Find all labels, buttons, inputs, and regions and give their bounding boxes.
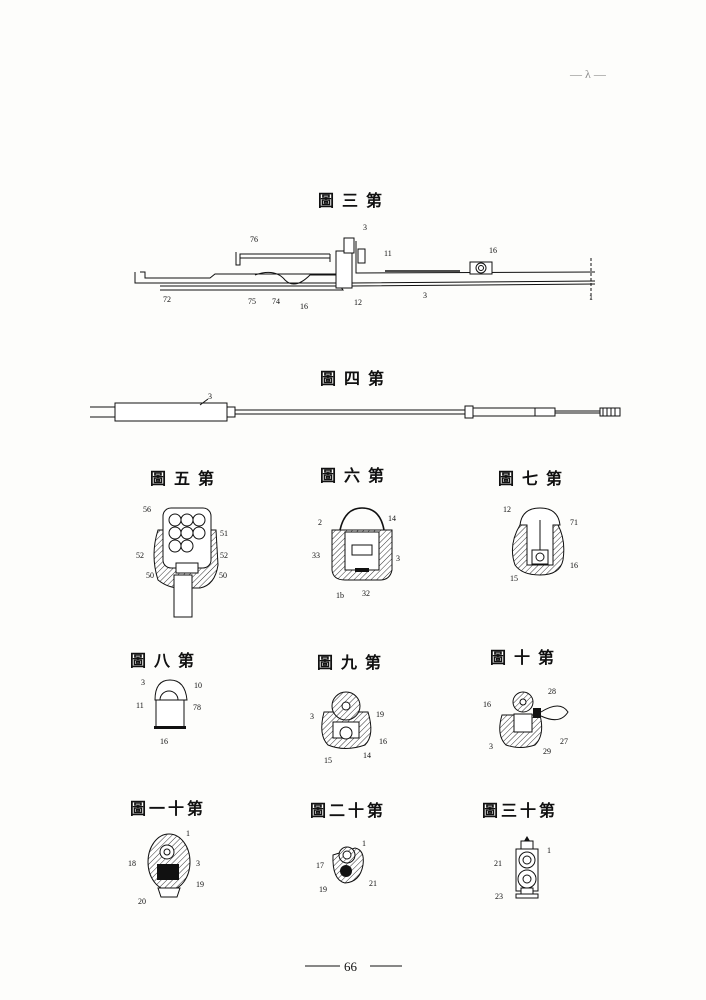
figure-13-title: 圖三十第	[482, 801, 558, 820]
part-label: 16	[160, 737, 168, 746]
part-label: 75	[248, 297, 256, 306]
figure-12-title: 圖二十第	[310, 801, 386, 820]
figure-12: 圖二十第 1 17 21 19	[310, 801, 386, 894]
figure-3: 圖三第 76 3 11 16 72 75 74 16 12 3 1	[134, 191, 596, 311]
figure-4-title: 圖四第	[320, 369, 392, 388]
figure-7: 圖七第 12 71 16 15	[498, 469, 578, 583]
figure-10-title: 圖十第	[490, 648, 562, 667]
figure-13-drawing	[515, 836, 539, 899]
figure-9-title: 圖九第	[317, 653, 389, 672]
part-label: 10	[194, 681, 202, 690]
part-label: 20	[138, 897, 146, 906]
part-label: 21	[494, 859, 502, 868]
part-label: 50	[219, 571, 227, 580]
part-label: 3	[363, 223, 367, 232]
figure-11-drawing	[147, 833, 191, 898]
part-label: 16	[300, 302, 308, 311]
part-label: 3	[310, 712, 314, 721]
page-footer: 66	[305, 959, 402, 974]
part-label: 3	[489, 742, 493, 751]
figure-13: 圖三十第 1 21 23	[482, 801, 558, 901]
part-label: 56	[143, 505, 151, 514]
figure-6: 圖六第 14 2 33 3 1b 32	[312, 466, 400, 600]
part-label: 1	[589, 293, 593, 302]
part-label: 3	[196, 859, 200, 868]
figure-8-drawing	[154, 679, 188, 729]
part-label: 74	[272, 297, 280, 306]
part-label: 15	[510, 574, 518, 583]
figure-9: 圖九第 3 19 16 15 14	[310, 653, 389, 765]
part-label: 18	[128, 859, 136, 868]
part-label: 21	[369, 879, 377, 888]
part-label: 12	[503, 505, 511, 514]
part-label: 28	[548, 687, 556, 696]
part-label: 1	[547, 846, 551, 855]
figure-4: 圖四第 3	[90, 369, 621, 422]
part-label: 14	[363, 751, 371, 760]
part-label: 15	[324, 756, 332, 765]
part-label: 16	[379, 737, 387, 746]
part-label: 50	[146, 571, 154, 580]
part-label: 27	[560, 737, 568, 746]
part-label: 32	[362, 589, 370, 598]
figure-8: 圖八第 3 10 11 78 16	[130, 651, 202, 746]
part-label: 3	[423, 291, 427, 300]
part-label: 19	[319, 885, 327, 894]
part-label: 17	[316, 861, 324, 870]
part-label: 29	[543, 747, 551, 756]
part-label: 16	[483, 700, 491, 709]
part-label: 11	[136, 701, 144, 710]
part-label: 12	[354, 298, 362, 307]
figure-4-drawing	[90, 398, 621, 422]
figure-5: 圖五第 56 51 52 52 50 50	[136, 469, 228, 618]
part-label: 51	[220, 529, 228, 538]
part-label: 52	[220, 551, 228, 560]
figure-3-title: 圖三第	[318, 191, 390, 210]
part-label: 2	[318, 518, 322, 527]
part-label: 19	[376, 710, 384, 719]
part-label: 1	[186, 829, 190, 838]
figure-11: 圖一十第 1 18 3 19 20	[128, 799, 206, 906]
part-label: 16	[570, 561, 578, 570]
part-label: 23	[495, 892, 503, 901]
figure-5-title: 圖五第	[150, 469, 222, 488]
part-label: 1b	[336, 591, 344, 600]
figure-7-drawing	[511, 507, 565, 576]
figure-11-title: 圖一十第	[130, 799, 206, 818]
part-label: 11	[384, 249, 392, 258]
part-label: 52	[136, 551, 144, 560]
figure-8-title: 圖八第	[130, 651, 202, 670]
corner-mark: — λ —	[569, 67, 607, 81]
part-label: 71	[570, 518, 578, 527]
part-label: 78	[193, 703, 201, 712]
figure-5-drawing	[153, 507, 219, 618]
figure-3-drawing	[134, 237, 596, 300]
part-label: 1	[362, 839, 366, 848]
figure-6-drawing	[331, 507, 393, 581]
part-label: 76	[250, 235, 258, 244]
figure-7-title: 圖七第	[498, 469, 570, 488]
part-label: 3	[396, 554, 400, 563]
part-label: 19	[196, 880, 204, 889]
figure-9-drawing	[321, 691, 372, 749]
figure-6-title: 圖六第	[320, 466, 392, 485]
part-label: 16	[489, 246, 497, 255]
figure-12-drawing	[332, 846, 364, 884]
page-number: 66	[344, 959, 358, 974]
part-label: 33	[312, 551, 320, 560]
figure-10-drawing	[499, 691, 569, 748]
part-label: 3	[141, 678, 145, 687]
part-label: 3	[208, 392, 212, 401]
part-label: 14	[388, 514, 396, 523]
part-label: 72	[163, 295, 171, 304]
figure-10: 圖十第 16 28 27 3 29	[483, 648, 569, 756]
